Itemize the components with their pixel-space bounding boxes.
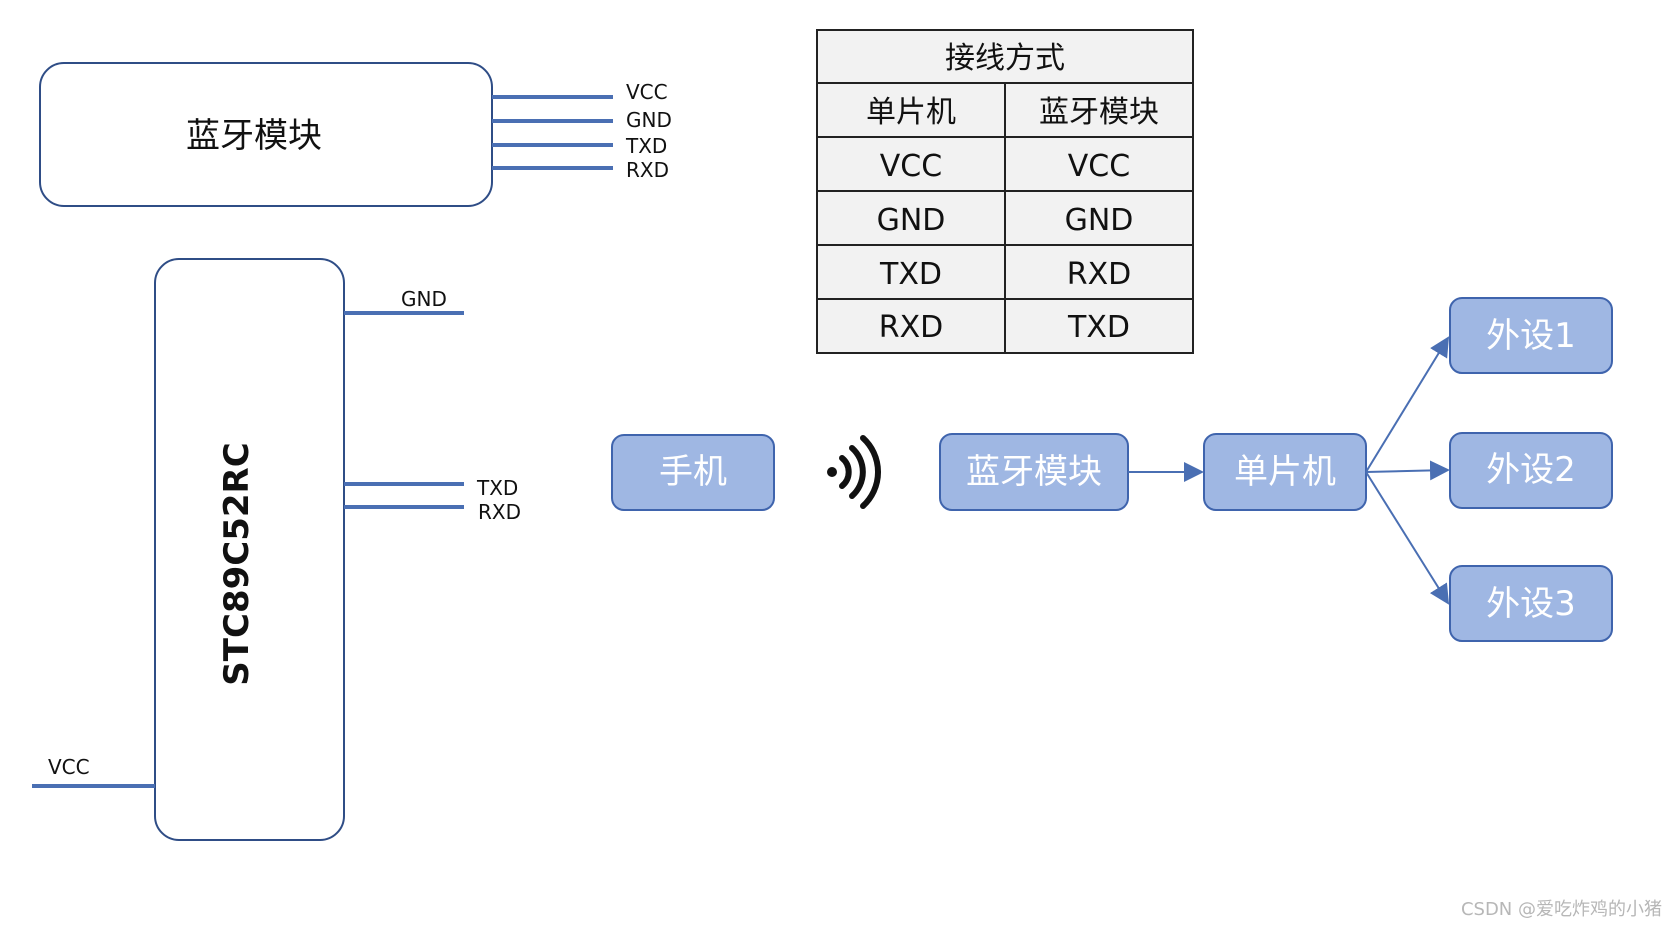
- wiring-table-row-4-bluetooth: TXD: [1067, 310, 1130, 345]
- flow-mcu-node-label: 单片机: [1234, 452, 1336, 492]
- bluetooth-module-title: 蓝牙模块: [186, 116, 322, 156]
- mcu-component: STC89C52RC GND TXD RXD VCC: [32, 258, 521, 841]
- bluetooth-module-box: [39, 62, 493, 207]
- arrow-mcu-to-peripheral-2: [1365, 460, 1450, 481]
- peripheral-3-box: [1449, 565, 1613, 642]
- wireless-signal-icon: [827, 435, 882, 509]
- peripheral-2-label: 外设2: [1486, 450, 1576, 490]
- wiring-table-row-1-bluetooth: VCC: [1068, 149, 1130, 184]
- wiring-table-title: 接线方式: [945, 41, 1065, 76]
- peripheral-2-box: [1449, 432, 1613, 509]
- wireless-signal-arc-2: [849, 445, 866, 499]
- wiring-table: 接线方式 单片机 蓝牙模块 VCC VCC GND GND TXD RXD RX…: [816, 29, 1194, 354]
- wiring-table-header-bluetooth: 蓝牙模块: [1039, 95, 1159, 130]
- mcu-title: STC89C52RC: [217, 442, 257, 685]
- phone-node-label: 手机: [659, 452, 727, 492]
- phone-node-box: [611, 434, 775, 511]
- wiring-table-row-1-mcu: VCC: [880, 149, 942, 184]
- peripheral-1-box: [1449, 297, 1613, 374]
- bluetooth-module-component: 蓝牙模块 VCC GND TXD RXD: [39, 62, 672, 207]
- bluetooth-pin-gnd-label: GND: [626, 108, 672, 132]
- wiring-table-row-3-bluetooth: RXD: [1067, 257, 1132, 292]
- flow-bluetooth-node-label: 蓝牙模块: [966, 452, 1102, 492]
- bluetooth-pin-txd-label: TXD: [625, 134, 667, 158]
- arrow-mcu-to-peripheral-3: [1365, 471, 1450, 605]
- mcu-pin-vcc-label: VCC: [48, 755, 90, 779]
- wiring-table-row-2-mcu: GND: [877, 203, 946, 238]
- wiring-table-header-mcu: 单片机: [866, 95, 956, 130]
- wireless-signal-dot: [827, 467, 837, 477]
- mcu-pin-gnd-label: GND: [401, 287, 447, 311]
- wireless-signal-arc-3: [860, 435, 882, 509]
- watermark-text: CSDN @爱吃炸鸡的小猪: [1461, 899, 1662, 920]
- wiring-table-row-3-mcu: TXD: [879, 257, 942, 292]
- mcu-pin-txd-label: TXD: [476, 476, 518, 500]
- bluetooth-pin-rxd-label: RXD: [626, 158, 669, 182]
- wiring-table-row-4-mcu: RXD: [879, 310, 944, 345]
- peripheral-1-label: 外设1: [1486, 316, 1576, 356]
- flow-diagram: 手机 蓝牙模块 单片机 外设1 外设2 外设3: [611, 297, 1613, 642]
- bluetooth-pin-vcc-label: VCC: [626, 80, 668, 104]
- arrow-mcu-to-peripheral-1: [1365, 336, 1450, 473]
- mcu-pin-rxd-label: RXD: [478, 500, 521, 524]
- wiring-table-row-2-bluetooth: GND: [1065, 203, 1134, 238]
- wireless-signal-arc-1: [839, 455, 852, 489]
- mcu-box: [154, 258, 345, 841]
- peripheral-3-label: 外设3: [1486, 584, 1576, 624]
